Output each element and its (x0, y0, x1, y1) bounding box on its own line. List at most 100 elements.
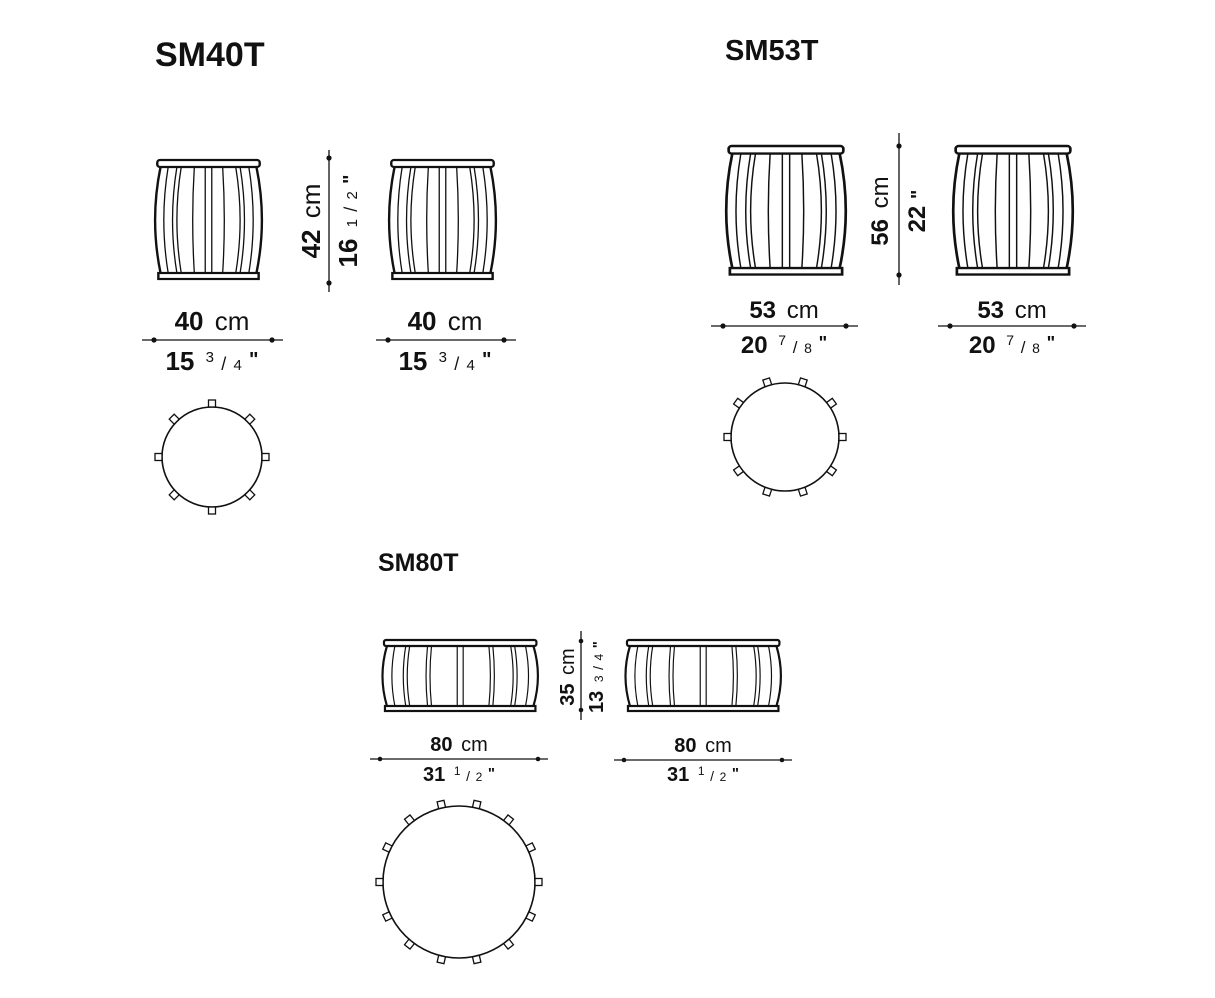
leg-tab (471, 954, 482, 965)
leg-tab (207, 399, 217, 408)
top-view (154, 399, 270, 515)
leg-tab (838, 432, 847, 442)
leg-tab (168, 488, 181, 501)
leg-tab (381, 910, 393, 923)
width-in-frac-den: 8 (804, 340, 812, 356)
svg-text:20 7 /: 20 7 / 8 " (969, 324, 1055, 359)
leg-tab (403, 938, 416, 950)
width-in-whole: 15 (165, 346, 194, 376)
height-cm-value: 42 (296, 229, 326, 258)
height-in-frac-num: 1 (344, 219, 361, 227)
side-elevation-front (381, 638, 540, 713)
svg-text:42 cm: 42 cm (296, 184, 326, 259)
svg-text:20 7 /: 20 7 / 8 " (741, 324, 827, 359)
svg-text:16 1 /: 16 1 / 2 " (333, 174, 363, 267)
width-in-unit: " (488, 765, 495, 782)
width-cm-value: 40 (175, 306, 204, 336)
leg-tab (525, 910, 537, 923)
width-cm-unit: cm (215, 306, 250, 336)
side-elevation-front (724, 144, 848, 276)
width-in-frac-num: 3 (206, 349, 214, 366)
height-dimension: 42 cm 16 1 / 2 " (296, 150, 363, 292)
width-in-unit: " (819, 333, 828, 353)
height-in-whole: 22 (904, 206, 931, 233)
leg-tab (243, 413, 256, 426)
height-dimension: 56 cm 22 " (867, 133, 931, 285)
width-dimension-front: 53 cm 20 7 / 8 " (711, 297, 858, 359)
width-in-frac-num: 1 (454, 764, 461, 778)
width-cm-value: 80 (430, 734, 452, 756)
leg-tab (436, 799, 447, 810)
top-view (375, 799, 543, 965)
width-cm-unit: cm (705, 735, 732, 757)
svg-text:53 cm: 53 cm (749, 297, 818, 324)
width-cm-unit: cm (787, 297, 819, 324)
leg-tab (825, 397, 838, 409)
width-in-unit: " (1047, 333, 1056, 353)
width-cm-unit: cm (1015, 297, 1047, 324)
width-dimension-side: 40 cm 15 3 / 4 " (376, 306, 516, 376)
svg-text:80 cm: 80 cm (674, 735, 731, 757)
height-in-whole: 13 (586, 691, 608, 713)
width-dimension-front: 40 cm 15 3 / 4 " (142, 306, 283, 376)
svg-text:15 3 /: 15 3 / 4 " (398, 338, 491, 376)
width-in-frac-den: 2 (476, 770, 483, 784)
model-title: SM40T (155, 36, 265, 74)
leg-tab (797, 486, 808, 497)
width-in-unit: " (249, 349, 258, 371)
side-elevation-side (387, 158, 498, 281)
leg-tab (471, 799, 482, 810)
width-cm-unit: cm (448, 306, 483, 336)
height-in-frac-num: 3 (592, 675, 606, 682)
svg-text:22 ": 22 " (904, 190, 931, 233)
model-sm40t: SM40T 42 cm 16 1 / 2 " (142, 36, 516, 515)
model-title: SM80T (378, 549, 459, 577)
leg-tab (436, 954, 447, 965)
svg-text:31 1 /: 31 1 / 2 " (423, 758, 495, 786)
top-view-circle (382, 805, 536, 959)
leg-tab (762, 377, 773, 388)
height-cm-unit: cm (296, 184, 326, 219)
width-in-whole: 20 (969, 332, 996, 359)
svg-text:56 cm: 56 cm (867, 176, 894, 245)
width-cm-unit: cm (461, 734, 488, 756)
leg-tab (375, 877, 384, 887)
leg-tab (403, 814, 416, 826)
height-in-frac-den: 2 (344, 191, 361, 199)
width-in-unit: " (732, 765, 739, 782)
width-cm-value: 53 (977, 297, 1004, 324)
model-title: SM53T (725, 35, 819, 67)
width-cm-value: 80 (674, 735, 696, 757)
height-cm-unit: cm (557, 648, 579, 675)
side-elevation-front (153, 158, 264, 281)
width-dimension-side: 80 cm 31 1 / 2 " (614, 735, 792, 786)
leg-tab (723, 432, 732, 442)
model-sm80t: SM80T 35 cm 13 3 / 4 " (370, 549, 792, 965)
leg-tab (502, 814, 515, 826)
top-view (723, 377, 847, 497)
leg-tab (261, 452, 270, 462)
svg-text:53 cm: 53 cm (977, 297, 1046, 324)
svg-text:15 3 /: 15 3 / 4 " (165, 338, 258, 376)
width-in-unit: " (482, 349, 491, 371)
width-cm-value: 53 (749, 297, 776, 324)
leg-tab (243, 488, 256, 501)
top-view-circle (730, 382, 840, 492)
width-in-frac-num: 3 (439, 349, 447, 366)
svg-text:40 cm: 40 cm (175, 306, 250, 336)
side-elevation-side (951, 144, 1075, 276)
width-in-frac-den: 2 (720, 770, 727, 784)
height-in-frac-den: 4 (592, 653, 606, 660)
leg-tab (502, 938, 515, 950)
leg-tab (825, 465, 838, 477)
model-sm53t: SM53T 56 cm 22 " 53 cm (711, 35, 1086, 497)
width-in-frac-num: 7 (778, 332, 786, 348)
height-in-unit: " (340, 174, 362, 183)
svg-text:13 3 /: 13 3 / 4 " (586, 641, 608, 713)
height-cm-value: 35 (557, 683, 579, 705)
width-in-whole: 31 (667, 764, 689, 786)
leg-tab (732, 465, 745, 477)
height-in-unit: " (590, 641, 607, 648)
height-in-unit: " (908, 190, 930, 199)
leg-tab (168, 413, 181, 426)
